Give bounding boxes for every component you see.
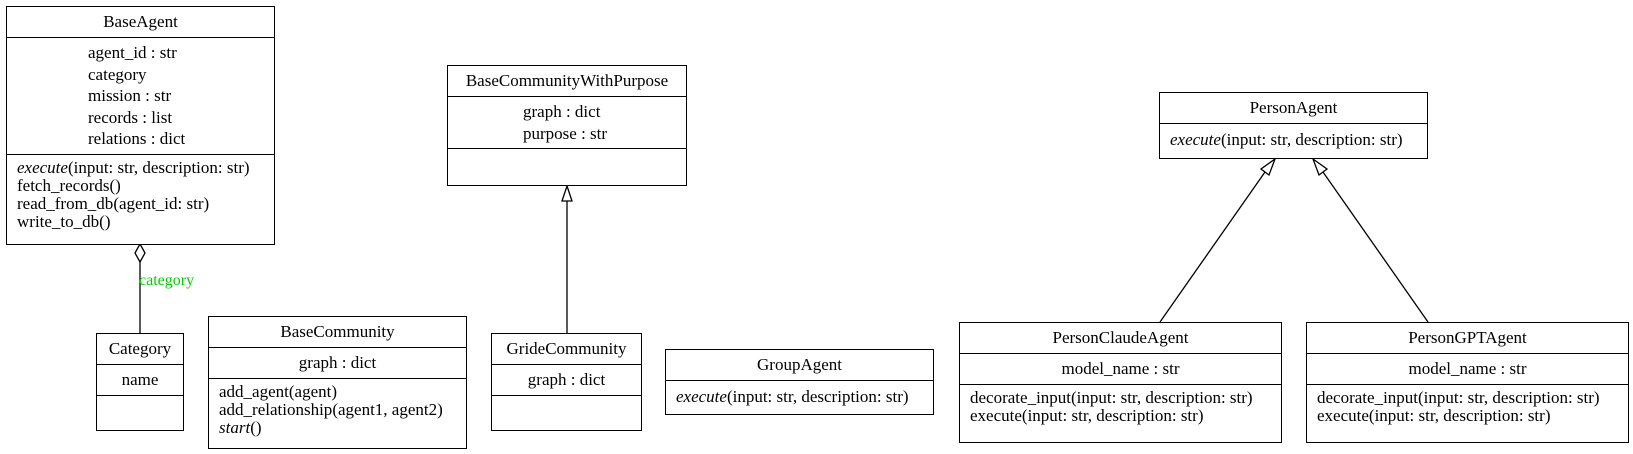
class-title: BaseAgent xyxy=(7,7,274,38)
class-person-claude-agent[interactable]: PersonClaudeAgent model_name : str decor… xyxy=(959,322,1282,443)
class-group-agent[interactable]: GroupAgent execute(input: str, descripti… xyxy=(665,349,934,415)
class-person-gpt-agent[interactable]: PersonGPTAgent model_name : str decorate… xyxy=(1306,322,1629,443)
attribute: relations : dict xyxy=(88,129,186,148)
class-title: GrideCommunity xyxy=(492,334,641,365)
method: fetch_records() xyxy=(17,175,121,195)
class-person-agent[interactable]: PersonAgent execute(input: str, descript… xyxy=(1159,92,1428,159)
attribute: name xyxy=(121,370,159,389)
class-methods xyxy=(448,149,686,185)
class-methods xyxy=(492,396,641,431)
inheritance-edge-gride-purpose xyxy=(561,183,573,333)
class-methods: execute(input: str, description: str) fe… xyxy=(7,155,274,245)
method: execute(input: str, description: str) xyxy=(1317,405,1551,425)
method: decorate_input(input: str, description: … xyxy=(970,387,1253,407)
aggregation-label: category xyxy=(139,272,195,289)
attribute: purpose : str xyxy=(523,123,608,143)
attribute: model_name : str xyxy=(1408,359,1527,378)
aggregation-edge-baseagent-category xyxy=(134,242,146,333)
method: execute(input: str, description: str) xyxy=(17,157,250,177)
attribute: model_name : str xyxy=(1061,359,1180,378)
method: read_from_db(agent_id: str) xyxy=(17,193,210,213)
class-attributes: agent_id : str category mission : str re… xyxy=(7,38,274,155)
class-methods: add_agent(agent) add_relationship(agent1… xyxy=(209,379,466,449)
class-attributes: model_name : str xyxy=(960,354,1281,385)
class-title: PersonAgent xyxy=(1160,93,1427,124)
class-methods: decorate_input(input: str, description: … xyxy=(960,385,1281,443)
class-attributes: graph : dict xyxy=(492,365,641,396)
class-title: PersonClaudeAgent xyxy=(960,323,1281,354)
class-title: PersonGPTAgent xyxy=(1307,323,1628,354)
class-base-community[interactable]: BaseCommunity graph : dict add_agent(age… xyxy=(208,316,467,449)
class-attributes: graph : dict xyxy=(209,348,466,379)
attribute: mission : str xyxy=(88,86,172,105)
method: execute(input: str, description: str) xyxy=(676,387,909,406)
class-attributes: graph : dict purpose : str xyxy=(448,97,686,149)
class-gride-community[interactable]: GrideCommunity graph : dict xyxy=(491,333,642,431)
class-attributes: model_name : str xyxy=(1307,354,1628,385)
class-methods: decorate_input(input: str, description: … xyxy=(1307,385,1628,443)
class-title: BaseCommunity xyxy=(209,317,466,348)
attribute: category xyxy=(88,64,147,84)
class-methods: execute(input: str, description: str) xyxy=(666,381,933,414)
class-attributes: name xyxy=(97,365,183,396)
method: decorate_input(input: str, description: … xyxy=(1317,387,1600,407)
attribute: agent_id : str xyxy=(88,43,177,62)
class-category[interactable]: Category name xyxy=(96,333,184,431)
method: write_to_db() xyxy=(17,211,111,231)
inheritance-edge-gpt-person xyxy=(1311,157,1429,323)
class-title: BaseCommunityWithPurpose xyxy=(448,66,686,97)
class-methods xyxy=(97,396,183,431)
class-base-community-with-purpose[interactable]: BaseCommunityWithPurpose graph : dict pu… xyxy=(447,65,687,186)
attribute: graph : dict xyxy=(298,353,377,372)
attribute: records : list xyxy=(88,107,173,127)
class-title: Category xyxy=(97,334,183,365)
method: execute(input: str, description: str) xyxy=(970,405,1204,425)
method: execute(input: str, description: str) xyxy=(1170,130,1403,149)
class-title: GroupAgent xyxy=(666,350,933,381)
attribute: graph : dict xyxy=(527,370,606,389)
class-methods: execute(input: str, description: str) xyxy=(1160,124,1427,158)
class-base-agent[interactable]: BaseAgent agent_id : str category missio… xyxy=(6,6,275,245)
inheritance-edge-claude-person xyxy=(1159,157,1277,323)
attribute: graph : dict xyxy=(523,102,601,121)
method: start() xyxy=(219,417,262,437)
method: add_relationship(agent1, agent2) xyxy=(219,399,443,419)
method: add_agent(agent) xyxy=(219,381,337,401)
